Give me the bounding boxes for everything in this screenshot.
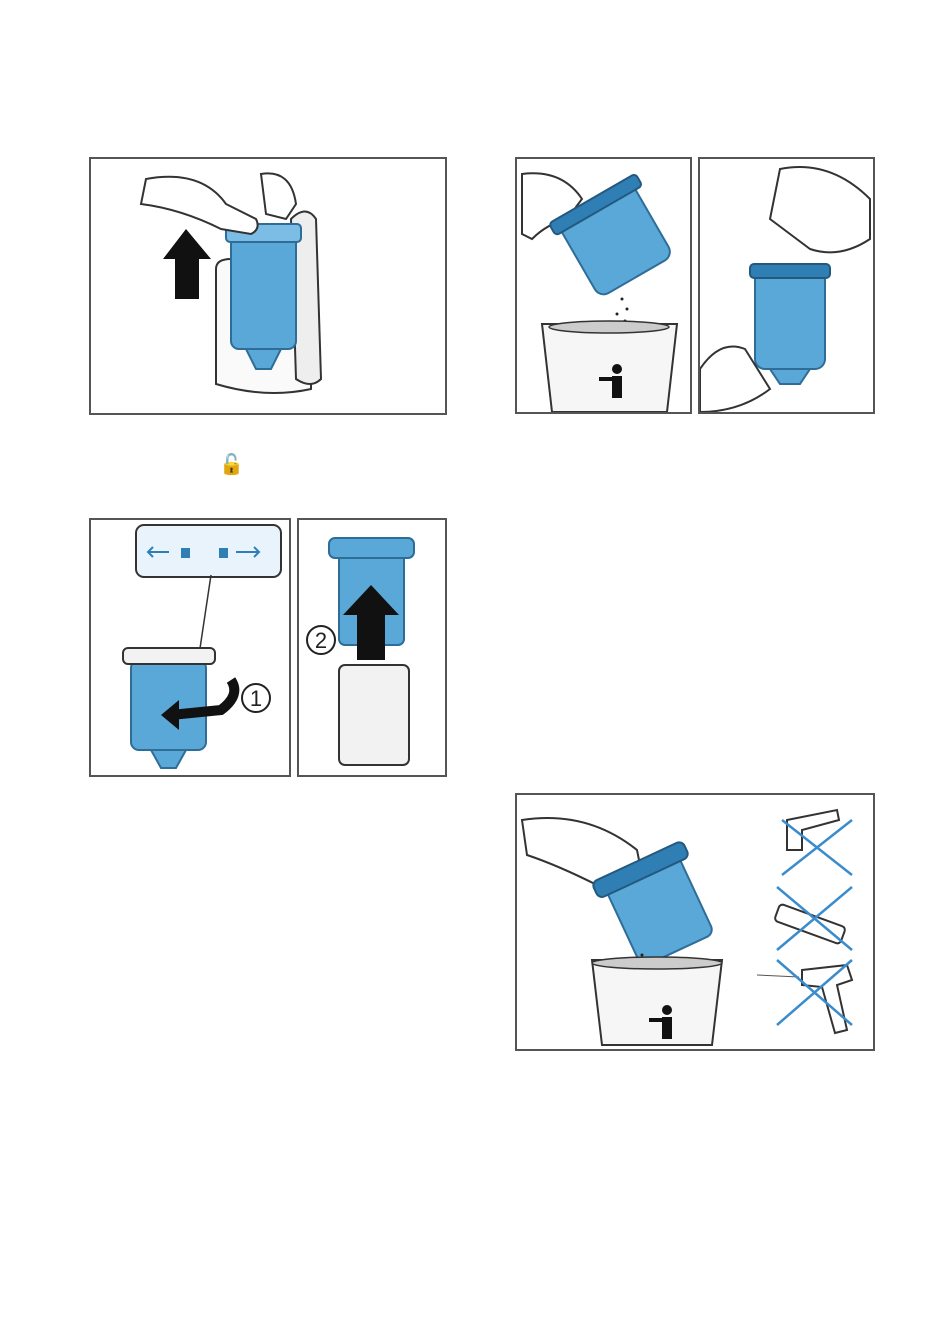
svg-text:1: 1 xyxy=(250,686,262,711)
filter-icon xyxy=(755,269,825,369)
unlock-icon xyxy=(181,548,190,558)
filter-housing xyxy=(339,665,409,765)
illustration-unlock-filter: 1 xyxy=(91,520,289,775)
svg-text:2: 2 xyxy=(315,628,327,653)
figure-wipe-filter xyxy=(698,157,875,414)
illustration-tap-out-filter xyxy=(517,795,873,1049)
no-compressed-air-icon xyxy=(757,960,852,1033)
up-arrow-icon xyxy=(163,229,211,299)
illustration-empty-filter xyxy=(517,159,690,412)
figure-remove-filter-unit xyxy=(89,157,447,415)
figure-tap-out-filter xyxy=(515,793,875,1051)
filter-icon xyxy=(131,660,206,750)
hand-icon xyxy=(141,177,258,234)
illustration-wipe-filter xyxy=(700,159,873,412)
lock-icon xyxy=(219,548,228,558)
unlock-icon: 🔓 xyxy=(219,454,244,474)
waste-bin-icon xyxy=(542,324,677,412)
waste-bin-icon xyxy=(592,960,722,1045)
illustration-remove-filter-unit xyxy=(91,159,445,413)
filter-icon xyxy=(231,229,296,349)
figure-pull-filter: 2 xyxy=(297,518,447,777)
cloth-icon xyxy=(770,167,870,252)
no-water-tap-icon xyxy=(782,810,852,875)
no-brush-icon xyxy=(774,887,852,950)
illustration-pull-filter: 2 xyxy=(299,520,445,775)
figure-empty-filter xyxy=(515,157,692,414)
figure-unlock-filter: 1 xyxy=(89,518,291,777)
